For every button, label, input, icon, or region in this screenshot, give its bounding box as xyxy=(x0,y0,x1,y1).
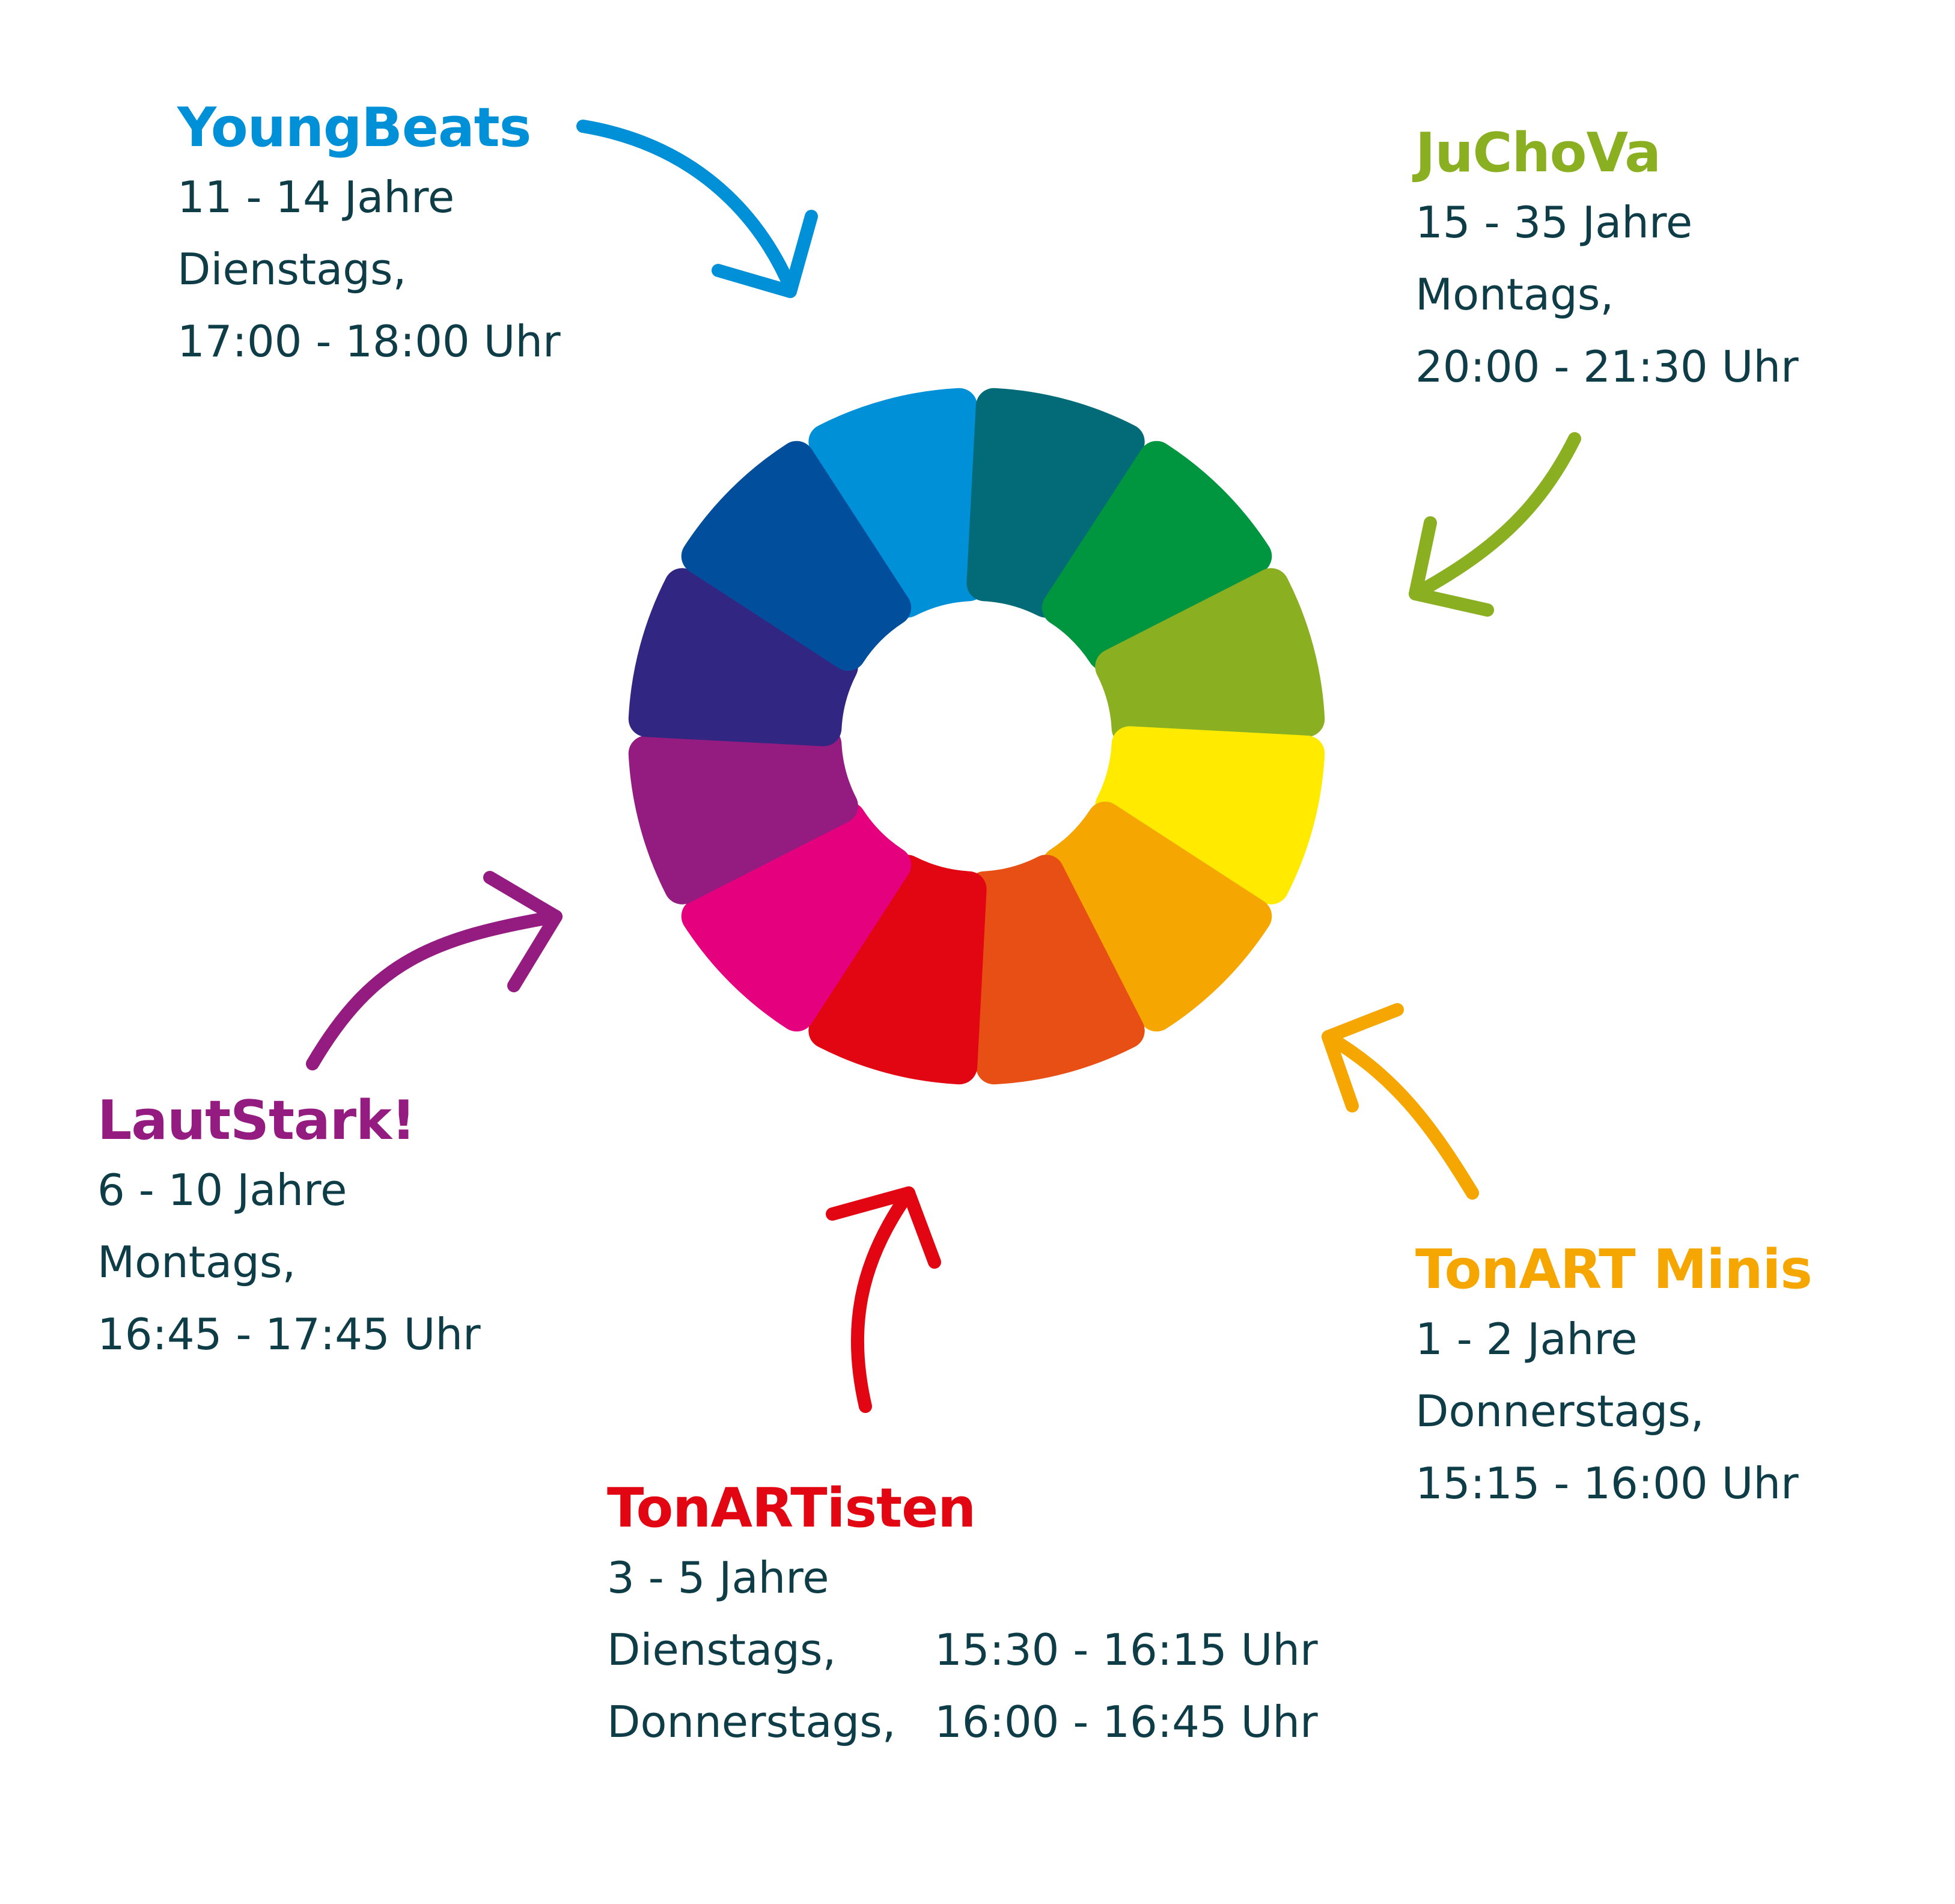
youngbeats-arrow xyxy=(576,120,818,298)
group-time: 16:00 - 16:45 Uhr xyxy=(935,1697,1318,1747)
group-time: 15:30 - 16:15 Uhr xyxy=(935,1625,1318,1675)
group-time: 16:45 - 17:45 Uhr xyxy=(97,1309,481,1359)
color-segment-11 xyxy=(628,568,858,746)
group-day: Montags, xyxy=(97,1237,296,1287)
group-name: TonART Minis xyxy=(1415,1238,1813,1301)
color-segment-1 xyxy=(808,388,987,618)
group-name: LautStark! xyxy=(97,1089,416,1152)
group-name: YoungBeats xyxy=(177,96,531,159)
group-day: Montags, xyxy=(1415,269,1614,320)
group-age: 15 - 35 Jahre xyxy=(1415,197,1693,248)
color-segment-6 xyxy=(1042,801,1272,1032)
color-segment-5 xyxy=(1095,726,1325,905)
color-segment-9 xyxy=(681,801,912,1032)
schedule-row-2: Donnerstags, 16:00 - 16:45 Uhr xyxy=(607,1686,1318,1758)
group-juchova: JuChoVa 15 - 35 Jahre Montags, 20:00 - 2… xyxy=(1415,120,1799,403)
group-time: 20:00 - 21:30 Uhr xyxy=(1415,341,1799,392)
color-segment-2 xyxy=(966,388,1145,618)
color-segment-8 xyxy=(808,855,987,1085)
group-time: 15:15 - 16:00 Uhr xyxy=(1415,1458,1799,1509)
group-lautstark: LautStark! 6 - 10 Jahre Montags, 16:45 -… xyxy=(97,1088,481,1370)
juchova-arrow xyxy=(1409,432,1581,617)
schedule-row-1: Dienstags, 15:30 - 16:15 Uhr xyxy=(607,1614,1318,1686)
color-segment-12 xyxy=(681,441,912,671)
color-segment-4 xyxy=(1095,568,1325,746)
group-name: JuChoVa xyxy=(1415,121,1661,185)
color-segment-7 xyxy=(966,855,1145,1085)
group-day: Donnerstags, xyxy=(607,1697,896,1747)
group-age: 11 - 14 Jahre xyxy=(177,172,455,222)
group-tonartminis: TonART Minis 1 - 2 Jahre Donnerstags, 15… xyxy=(1415,1237,1813,1519)
color-segment-10 xyxy=(628,726,858,905)
lautstark-arrow xyxy=(306,871,563,1070)
color-segment-3 xyxy=(1042,441,1272,671)
group-time: 17:00 - 18:00 Uhr xyxy=(177,316,561,367)
group-youngbeats: YoungBeats 11 - 14 Jahre Dienstags, 17:0… xyxy=(177,95,561,377)
color-wheel-segments xyxy=(628,388,1325,1085)
group-name: TonARTisten xyxy=(607,1477,976,1540)
group-age: 3 - 5 Jahre xyxy=(607,1552,829,1603)
tonartminis-arrow xyxy=(1322,1003,1479,1200)
group-day: Dienstags, xyxy=(607,1625,837,1675)
group-age: 1 - 2 Jahre xyxy=(1415,1314,1638,1364)
group-day: Dienstags, xyxy=(177,244,407,294)
group-day: Donnerstags, xyxy=(1415,1386,1704,1436)
tonartisten-arrow xyxy=(826,1186,941,1413)
group-tonartisten: TonARTisten 3 - 5 Jahre Dienstags, 15:30… xyxy=(607,1475,1318,1758)
group-age: 6 - 10 Jahre xyxy=(97,1165,347,1215)
